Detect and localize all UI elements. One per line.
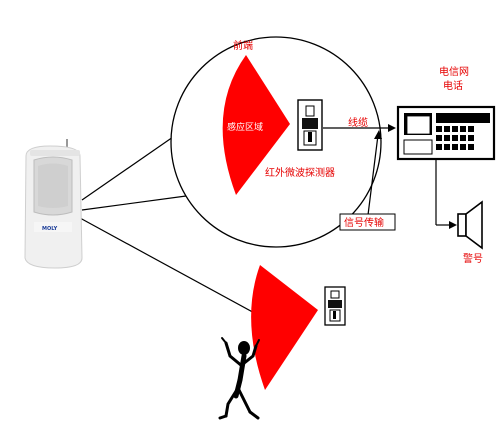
- connector-line-upper: [81, 127, 187, 201]
- sensing-area-fan: [222, 55, 290, 195]
- connector-line-middle: [81, 195, 187, 211]
- telecom-label-line1: 电信网: [439, 65, 469, 78]
- main-detector-device: MOLY: [24, 139, 83, 269]
- telephone-icon: [396, 105, 496, 161]
- signal-transmission-line: [367, 134, 379, 216]
- ir-microwave-detector-label: 红外微波探测器: [265, 166, 335, 179]
- signal-transmission-label: 信号传输: [344, 216, 384, 229]
- front-end-label: 前端: [233, 39, 253, 52]
- detector-device-icon: [297, 99, 323, 151]
- alarm-label: 警号: [463, 252, 483, 265]
- cable-arrow-head: [388, 124, 396, 132]
- connector-line-lower: [79, 217, 259, 316]
- signal-transmission-arrow-head: [374, 130, 382, 139]
- lower-sensing-fan: [251, 265, 318, 390]
- sensing-area-label: 感应区域: [227, 121, 263, 133]
- alarm-arrow-head: [449, 221, 457, 229]
- speaker-icon: [457, 200, 483, 250]
- intruder-figure-icon: [218, 337, 260, 420]
- telecom-label-line2: 电话: [443, 79, 463, 92]
- lower-detector-icon: [324, 286, 346, 326]
- device-brand-label: MOLY: [42, 226, 58, 232]
- cable-label: 线缆: [348, 116, 368, 129]
- signal-transmission-box: [339, 213, 396, 231]
